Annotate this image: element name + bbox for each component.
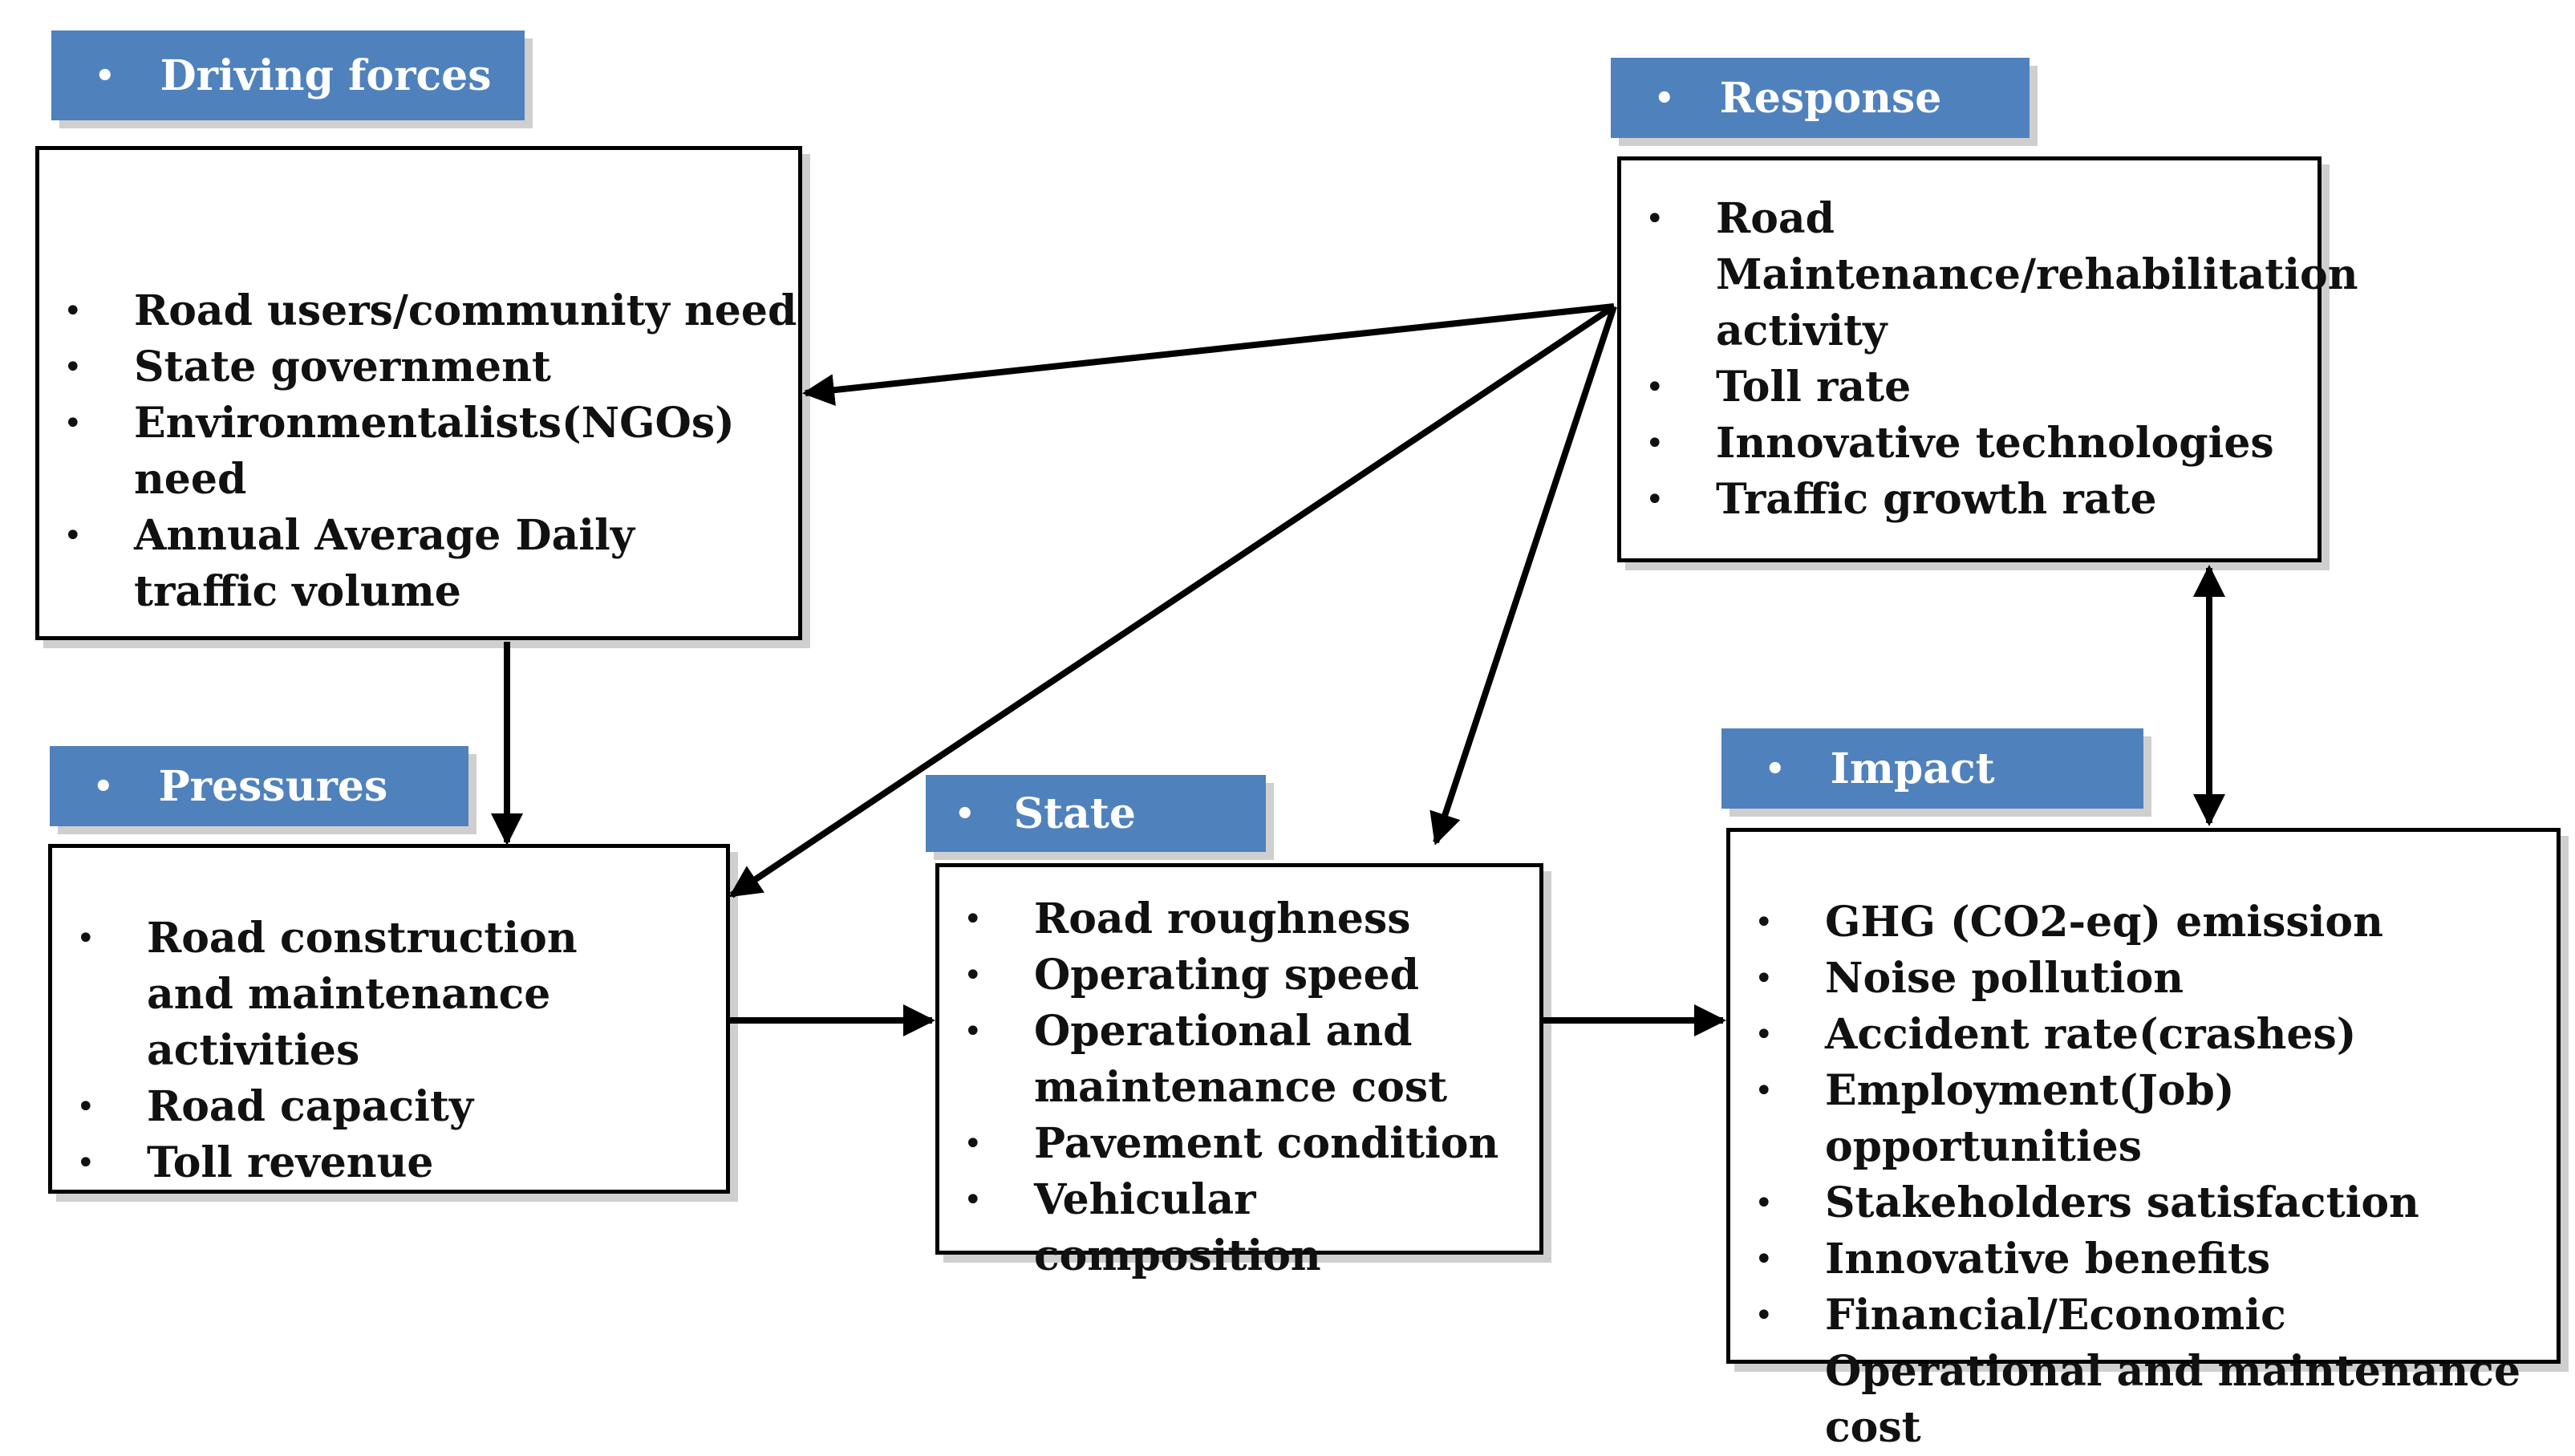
list-item: Annual Average Daily traffic volume xyxy=(39,508,712,620)
state-title: State xyxy=(1013,789,1136,838)
arrow-response-to-state xyxy=(1429,305,1617,846)
bullet-icon: • xyxy=(93,767,114,805)
list-item: Toll revenue xyxy=(52,1135,730,1191)
list-item: Accident rate(crashes) xyxy=(1730,1007,2561,1063)
bullet-icon: • xyxy=(95,56,116,95)
list-item: Environmentalists(NGOs) need xyxy=(39,395,801,508)
bullet-icon: • xyxy=(955,794,975,833)
list-item: Road capacity xyxy=(52,1079,730,1135)
list-item: Pavement condition xyxy=(939,1116,1541,1172)
arrow-response-to-pressures xyxy=(728,303,1616,898)
list-item: Operational and maintenance cost xyxy=(939,1004,1451,1116)
list-item: Road roughness xyxy=(939,891,1541,947)
response-box: Road Maintenance/rehabilitation activity… xyxy=(1617,156,2358,562)
driving-forces-header: • Driving forces xyxy=(51,30,525,120)
impact-box: GHG (CO2-eq) emission Noise pollution Ac… xyxy=(1726,828,2561,1452)
bullet-icon: • xyxy=(1765,749,1786,788)
list-item: Operating speed xyxy=(939,947,1541,1004)
pressures-title: Pressures xyxy=(158,761,388,811)
driving-forces-box: Road users/community need State governme… xyxy=(35,146,802,640)
list-item: Road users/community need xyxy=(39,283,801,339)
bullet-icon: • xyxy=(1654,79,1675,117)
list-item: State government xyxy=(39,339,801,395)
impact-title: Impact xyxy=(1830,744,1995,793)
response-title: Response xyxy=(1719,73,1942,123)
state-box: Road roughness Operating speed Operation… xyxy=(935,863,1543,1280)
list-item: Stakeholders satisfaction xyxy=(1730,1175,2561,1231)
list-item: GHG (CO2-eq) emission xyxy=(1730,894,2561,951)
state-header: • State xyxy=(926,775,1266,852)
driving-forces-title: Driving forces xyxy=(160,51,492,100)
list-item: Traffic growth rate xyxy=(1621,472,2319,528)
response-header: • Response xyxy=(1611,58,2030,138)
list-item: Employment(Job) opportunities xyxy=(1730,1063,2561,1175)
list-item: Innovative technologies xyxy=(1621,416,2319,472)
arrow-response-to-driving-forces xyxy=(802,303,1615,407)
list-item: Road construction and maintenance activi… xyxy=(52,911,628,1079)
arrows-layer xyxy=(491,303,2225,1036)
list-item: Toll rate xyxy=(1621,359,2319,416)
list-item: Noise pollution xyxy=(1730,951,2561,1007)
list-item: Innovative benefits xyxy=(1730,1231,2561,1288)
pressures-box: Road construction and maintenance activi… xyxy=(48,844,730,1194)
list-item: Road Maintenance/rehabilitation activity xyxy=(1621,191,2358,359)
pressures-header: • Pressures xyxy=(50,746,468,826)
list-item: Vehicular composition xyxy=(939,1172,1541,1284)
impact-header: • Impact xyxy=(1721,728,2143,809)
